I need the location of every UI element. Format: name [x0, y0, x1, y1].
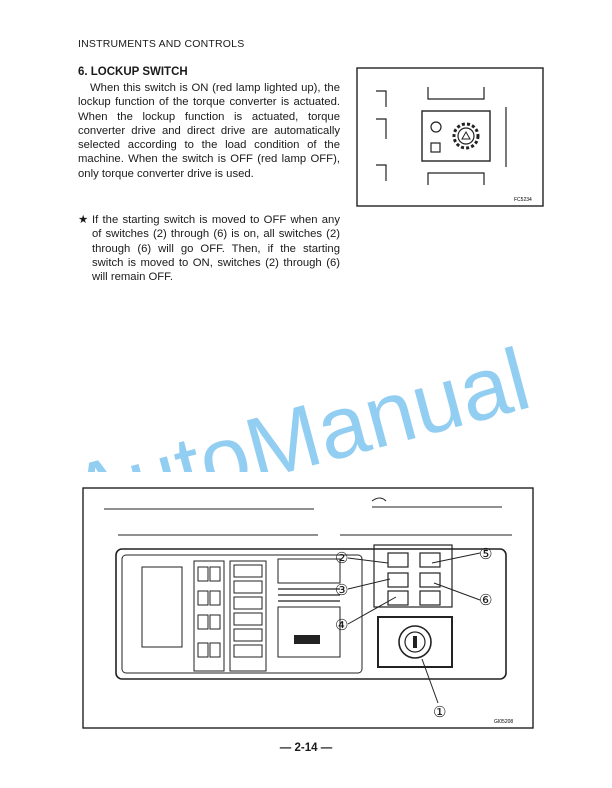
paragraph: When this switch is ON (red lamp lighted… [78, 82, 340, 180]
star-icon: ★ [78, 214, 89, 226]
callout-5: ⑤ [479, 545, 492, 563]
figure-code: GI05208 [494, 719, 513, 725]
watermark-text: AutoManual [60, 329, 539, 472]
caution-note: ★ If the starting switch is moved to OFF… [78, 213, 340, 284]
callout-1: ① [433, 703, 446, 721]
callout-6: ⑥ [479, 591, 492, 609]
lockup-switch-figure: FC5234 [356, 67, 544, 207]
callout-4: ④ [335, 616, 348, 634]
instrument-panel-figure: ② ③ ④ ⑤ ⑥ ① GI05208 [82, 487, 534, 729]
callout-3: ③ [335, 581, 348, 599]
section-body: When this switch is ON (red lamp lighted… [78, 81, 340, 181]
note-text: If the starting switch is moved to OFF w… [92, 214, 340, 284]
watermark: AutoManual [60, 329, 539, 472]
page-number: — 2-14 — [279, 742, 333, 754]
callout-2: ② [335, 549, 348, 567]
section-title: 6. LOCKUP SWITCH [78, 66, 188, 78]
page-header: INSTRUMENTS AND CONTROLS [78, 38, 245, 50]
lockup-gear-icon [452, 122, 480, 150]
figure-code: FC5234 [514, 197, 532, 203]
